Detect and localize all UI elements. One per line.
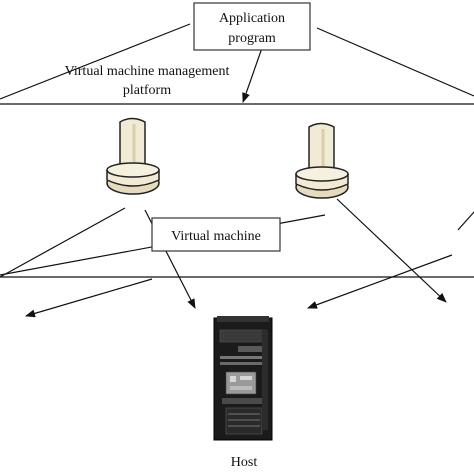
- connector-right-icon: [295, 122, 349, 199]
- arrow-to-left-host: [25, 278, 153, 318]
- application-program-box: Application program: [193, 2, 311, 51]
- app-line-right: [316, 27, 474, 97]
- management-platform-line1: Virtual machine management: [65, 64, 230, 79]
- arrow-to-right-host: [307, 254, 453, 309]
- application-label-line2: program: [228, 31, 276, 46]
- right-connector-arrow-right: [336, 198, 447, 303]
- virtual-machine-label: Virtual machine: [171, 229, 261, 244]
- application-label-line1: Application: [219, 11, 285, 26]
- virtual-machine-box: Virtual machine: [151, 217, 281, 252]
- host-label: Host: [231, 455, 258, 470]
- app-line-left: [0, 23, 191, 100]
- host-tower-icon: [213, 316, 273, 441]
- app-arrow-down: [242, 47, 263, 103]
- management-platform-line2: platform: [123, 83, 171, 98]
- management-platform-label: Virtual machine management platform: [65, 64, 230, 98]
- right-edge-line: [457, 211, 474, 231]
- left-connector-line-out: [0, 207, 126, 278]
- connector-left-icon: [106, 117, 160, 195]
